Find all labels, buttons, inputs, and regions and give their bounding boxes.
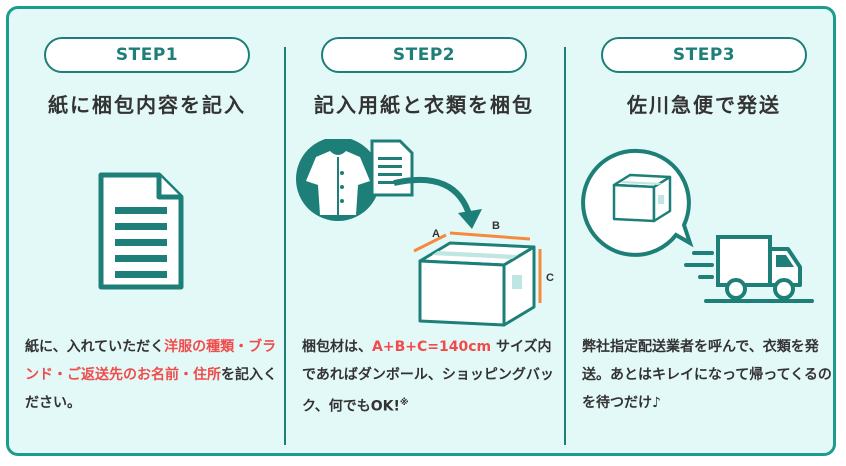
step-1-description: 紙に、入れていただく洋服の種類・ブランド・ご返送先のお名前・住所を記入ください。 bbox=[25, 333, 281, 417]
step-divider bbox=[564, 47, 566, 445]
delivery-truck-icon bbox=[581, 148, 814, 303]
step-1-desc-text-end: を記入ください。 bbox=[25, 367, 277, 411]
step-1: STEP1 紙に梱包内容を記入 紙に、入れていただく洋服の種類・ブランド・ご返送… bbox=[9, 9, 285, 459]
steps-panel: STEP1 紙に梱包内容を記入 紙に、入れていただく洋服の種類・ブランド・ご返送… bbox=[6, 6, 836, 456]
step-2-desc-text-end: サイズ内であればダンボール、ショッピングバック、何でもOK! bbox=[302, 339, 554, 415]
step-3: STEP3 佐川急便で発送 弊社指定配送業者を呼んで、衣類を発送。あとはキレイに… bbox=[566, 9, 842, 459]
step-divider bbox=[284, 47, 286, 445]
document-icon bbox=[98, 172, 184, 290]
dimension-a-label: A bbox=[432, 228, 440, 240]
step-2: STEP2 記入用紙と衣類を梱包 A B C bbox=[286, 9, 562, 459]
step-2-desc-text: 梱包材は、 bbox=[302, 339, 372, 355]
step-2-description: 梱包材は、A+B+C=140cm サイズ内であればダンボール、ショッピングバック… bbox=[302, 333, 558, 421]
step-2-title: 記入用紙と衣類を梱包 bbox=[314, 93, 534, 117]
step-2-label: STEP2 bbox=[321, 37, 527, 73]
step-1-title: 紙に梱包内容を記入 bbox=[48, 93, 246, 117]
step-1-label: STEP1 bbox=[44, 37, 250, 73]
step-3-title: 佐川急便で発送 bbox=[627, 93, 781, 117]
clothes-box-icon: A B C bbox=[296, 139, 554, 327]
step-3-description: 弊社指定配送業者を呼んで、衣類を発送。あとはキレイになって帰ってくるのを待つだけ… bbox=[582, 339, 832, 411]
dimension-b-label: B bbox=[492, 220, 500, 232]
step-2-desc-note: ※ bbox=[399, 398, 409, 408]
step-3-label: STEP3 bbox=[601, 37, 807, 73]
step-1-desc-text: 紙に、入れていただく bbox=[25, 339, 165, 355]
step-1-desc-highlight: 洋服の種類・ブランド・ご返送先のお名前・住所 bbox=[25, 339, 277, 383]
step-2-desc-highlight: A+B+C=140cm bbox=[372, 339, 492, 355]
dimension-c-label: C bbox=[546, 272, 554, 284]
